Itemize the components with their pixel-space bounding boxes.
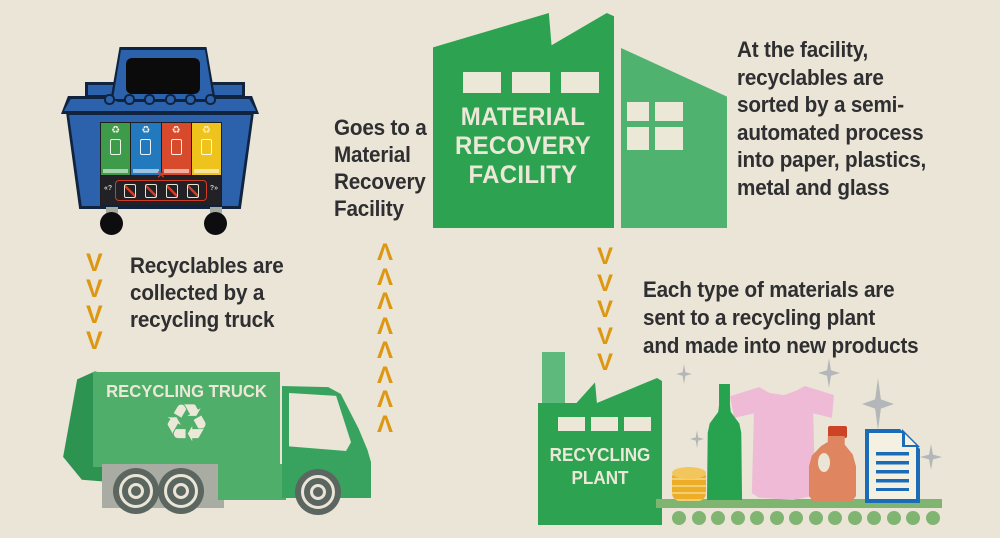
- wheel-hub: [128, 483, 144, 499]
- jug-handle-hole: [818, 453, 830, 472]
- wheel-ring: [164, 474, 198, 508]
- bin-lid: [110, 47, 216, 102]
- document-lines: [876, 452, 909, 491]
- truck-lower-body: [218, 464, 286, 500]
- wheel-ring: [119, 474, 153, 508]
- mrf-label: MATERIAL RECOVERY FACILITY: [454, 103, 592, 189]
- panel-caption-band: [193, 169, 219, 173]
- caption-sorted: At the facility, recyclables are sorted …: [737, 37, 927, 200]
- strip-left-mark: «?: [104, 185, 113, 192]
- truck-wheel: [295, 469, 341, 515]
- truck-wheel: [158, 468, 204, 514]
- caption-goes-to: Goes to a Material Recovery Facility: [334, 115, 427, 221]
- bin-hinges: [104, 94, 216, 106]
- conveyor-belt: [656, 499, 942, 508]
- prohibited-items-box: [115, 180, 207, 201]
- sticker-panels: ♻ ♻ ♻ ♻: [101, 123, 221, 175]
- sparkle-icon: [862, 378, 894, 430]
- sticker-prohibited-strip: ✕ «? ?»: [101, 170, 221, 205]
- wheel-hub: [310, 484, 326, 500]
- jug-body: [809, 436, 856, 502]
- mrf-side-window: [627, 102, 683, 150]
- sparkle-icon: [818, 358, 840, 388]
- bin-lid-opening: [126, 58, 200, 94]
- recycle-icon: ♻: [141, 125, 151, 136]
- mrf-main-building: [433, 13, 614, 228]
- prohibited-x-icon: ✕: [156, 170, 166, 181]
- conveyor-rollers: [672, 511, 940, 525]
- sticker-panel-paper: ♻: [131, 123, 161, 175]
- document-fold-face: [905, 434, 916, 445]
- glass-items-icon: [110, 139, 122, 155]
- sticker-panel-plastic: ♻: [161, 123, 191, 175]
- plant-chimney: [542, 352, 565, 404]
- sparkle-icon: [690, 430, 704, 448]
- bin-sorting-sticker: ♻ ♻ ♻ ♻: [100, 122, 222, 206]
- caster-tire: [100, 212, 123, 235]
- bin-wheel-right: [203, 207, 229, 235]
- bin-lid-frame: [113, 50, 213, 99]
- recycle-icon: ♻: [163, 395, 210, 453]
- recycle-icon: ♻: [171, 125, 181, 136]
- sparkle-icon: [920, 444, 942, 470]
- strip-right-mark: ?»: [209, 185, 218, 192]
- metal-items-icon: [200, 139, 212, 155]
- panel-caption-band: [133, 169, 159, 173]
- bin-wheel-left: [99, 207, 125, 235]
- jug-cap: [828, 426, 847, 438]
- caption-new-products: Each type of materials are sent to a rec…: [643, 277, 919, 358]
- coin-stack-top: [672, 467, 706, 479]
- recycle-icon: ♻: [201, 125, 211, 136]
- wheel-ring: [301, 475, 335, 509]
- detergent-jug: [809, 426, 858, 502]
- truck-label: RECYCLING TRUCK: [106, 381, 267, 401]
- mrf-windows: [463, 72, 599, 93]
- plant-label: RECYCLING PLANT: [549, 445, 651, 488]
- caption-collected: Recyclables are collected by a recycling…: [130, 253, 284, 332]
- wheel-hub: [173, 483, 189, 499]
- sticker-panel-glass: ♻: [101, 123, 131, 175]
- panel-caption-band: [163, 169, 189, 173]
- plastic-items-icon: [170, 139, 182, 155]
- paper-items-icon: [140, 139, 152, 155]
- sparkle-icon: [676, 364, 692, 384]
- truck-wheel: [113, 468, 159, 514]
- recycle-icon: ♻: [111, 125, 121, 136]
- panel-caption-band: [103, 169, 129, 173]
- truck-box-body: RECYCLING TRUCK ♻: [93, 372, 280, 467]
- coin-stack: [672, 467, 706, 501]
- sticker-panel-metal: ♻: [191, 123, 221, 175]
- paper-document: [865, 429, 920, 503]
- caster-tire: [204, 212, 227, 235]
- plant-windows: [558, 417, 651, 431]
